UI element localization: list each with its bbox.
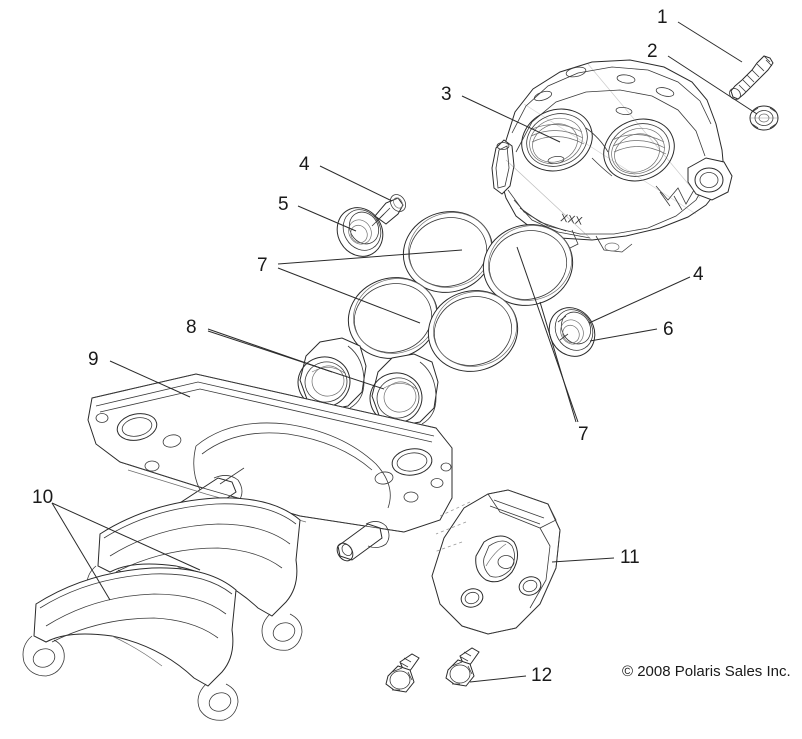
callout-4-right: 4 (693, 264, 704, 285)
callout-3: 3 (441, 84, 452, 105)
leader-lines (51, 21, 758, 683)
part-brake-pad-set (22, 497, 303, 721)
part-dust-boot-left (336, 194, 407, 257)
part-bleeder-screw (729, 55, 774, 100)
part-bleeder-cap (749, 105, 779, 131)
part-mounting-bolts (385, 647, 480, 693)
part-dust-boot-right (548, 307, 596, 357)
callout-7-right: 7 (578, 424, 589, 445)
callout-12: 12 (531, 665, 553, 686)
part-caliper-mount-plate (431, 489, 561, 635)
callout-4: 4 (299, 154, 310, 175)
callout-1: 1 (657, 7, 668, 28)
caliper-body-marking: XXX (559, 212, 583, 228)
callout-7-left: 7 (257, 255, 268, 276)
callout-5: 5 (278, 194, 289, 215)
part-pistons (297, 337, 439, 427)
copyright-notice: © 2008 Polaris Sales Inc. (622, 663, 791, 680)
callout-2: 2 (647, 41, 658, 62)
part-caliper-body: XXX (491, 59, 733, 253)
callout-9: 9 (88, 349, 99, 370)
callout-10: 10 (32, 487, 54, 508)
callout-6: 6 (663, 319, 674, 340)
part-square-cut-seals (347, 211, 574, 372)
callout-11: 11 (620, 547, 640, 568)
callout-8: 8 (186, 317, 197, 338)
